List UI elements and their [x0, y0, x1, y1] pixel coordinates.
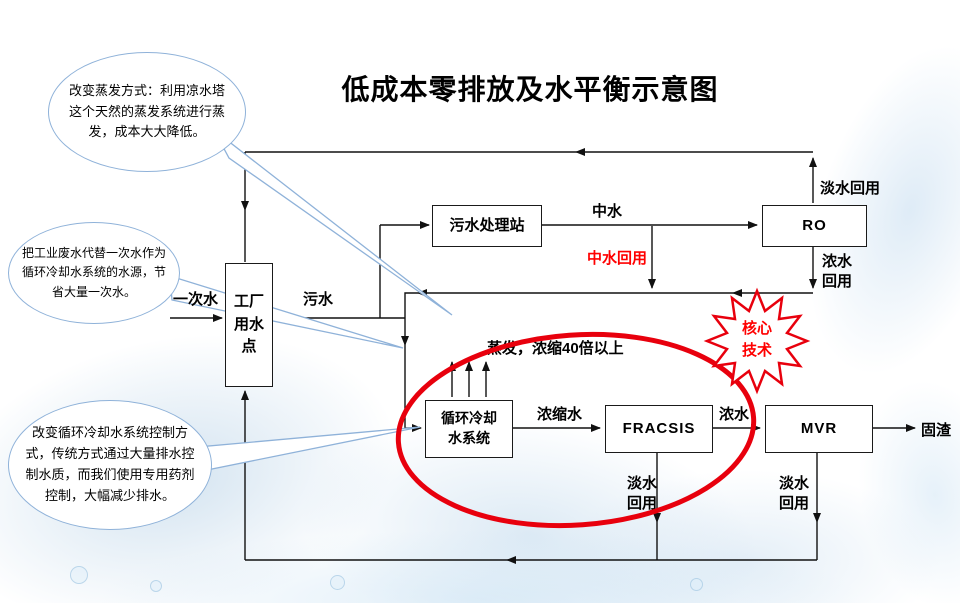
callout-source-text: 把工业废水代替一次水作为循环冷却水系统的水源，节省大量一次水。	[21, 246, 166, 299]
water-droplet-decoration	[330, 575, 345, 590]
label-concentrated-water: 浓缩水	[537, 406, 583, 423]
box-cooling-label: 循环冷却水系统	[441, 410, 497, 446]
label-conc-water: 浓水	[719, 406, 750, 423]
diagram-title: 低成本零排放及水平衡示意图	[341, 75, 719, 106]
callout-tail-control	[197, 426, 421, 471]
box-ro: RO	[762, 205, 867, 247]
callout-evaporation: 改变蒸发方式：利用凉水塔这个天然的蒸发系统进行蒸发，成本大大降低。	[48, 52, 246, 172]
callout-control: 改变循环冷却水系统控制方式，传统方式通过大量排水控制水质，而我们使用专用药剂控制…	[8, 400, 212, 530]
box-mvr-label: MVR	[800, 419, 838, 437]
callout-tail-source	[169, 275, 404, 349]
box-factory-water-point: 工厂用水点	[225, 263, 273, 387]
box-sewage-plant: 污水处理站	[432, 205, 542, 247]
box-fracsis-label: FRACSIS	[622, 419, 696, 437]
box-mvr: MVR	[765, 405, 873, 453]
label-fresh-reuse-fracsis: 淡水回用	[627, 475, 658, 513]
box-fracsis: FRACSIS	[605, 405, 713, 453]
label-reclaimed-reuse: 中水回用	[587, 250, 648, 267]
label-reclaimed-water: 中水	[592, 203, 623, 220]
label-fresh-reuse-top: 淡水回用	[820, 180, 881, 197]
label-concentrate-reuse: 浓水回用	[822, 253, 853, 291]
callout-evaporation-text: 改变蒸发方式：利用凉水塔这个天然的蒸发系统进行蒸发，成本大大降低。	[69, 82, 226, 140]
label-solid-residue: 固渣	[921, 422, 952, 439]
water-droplet-decoration	[150, 580, 162, 592]
label-sewage: 污水	[303, 291, 334, 308]
water-droplet-decoration	[690, 578, 703, 591]
label-primary-water: 一次水	[173, 291, 219, 308]
box-factory-label: 工厂用水点	[233, 293, 264, 356]
label-evaporation: 蒸发，浓缩40倍以上	[487, 340, 624, 357]
water-droplet-decoration	[70, 566, 88, 584]
callout-source: 把工业废水代替一次水作为循环冷却水系统的水源，节省大量一次水。	[8, 222, 180, 324]
box-ro-label: RO	[802, 216, 827, 234]
label-fresh-reuse-mvr: 淡水回用	[779, 475, 810, 513]
callout-control-text: 改变循环冷却水系统控制方式，传统方式通过大量排水控制水质，而我们使用专用药剂控制…	[25, 425, 195, 503]
label-core-tech: 核心技术	[741, 320, 772, 359]
line-reuse-down	[401, 292, 418, 346]
box-cooling-system: 循环冷却水系统	[425, 400, 513, 458]
box-sewage-plant-label: 污水处理站	[449, 216, 525, 234]
